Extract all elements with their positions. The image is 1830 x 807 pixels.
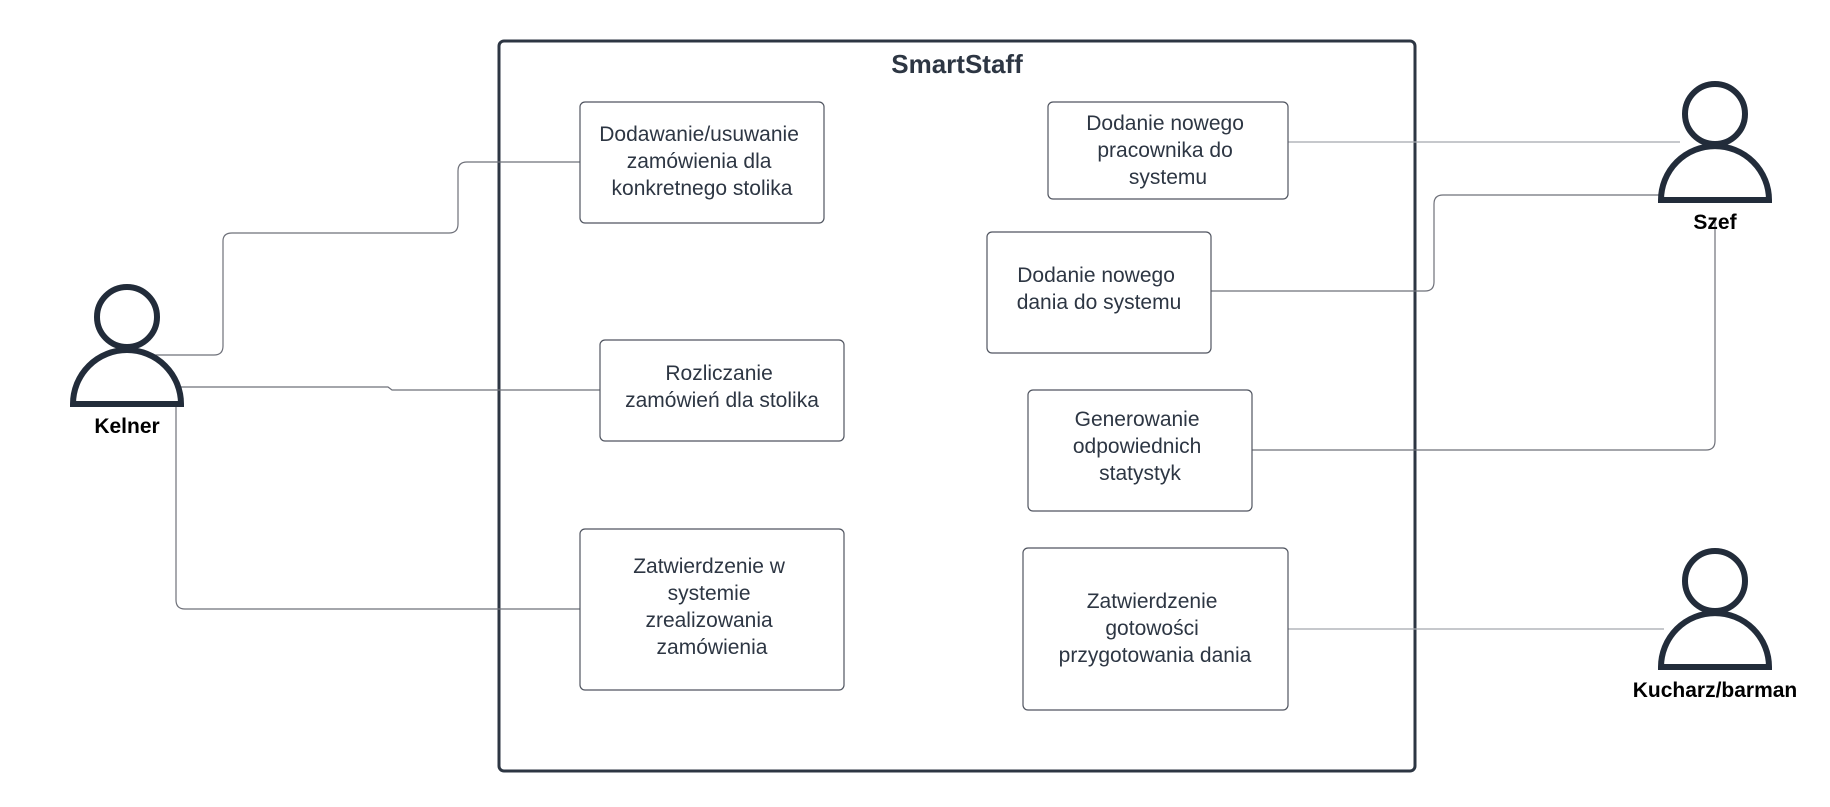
usecase-order-add-remove[interactable]: Dodawanie/usuwanie zamówienia dla konkre… [579, 101, 825, 224]
usecase-add-employee[interactable]: Dodanie nowego pracownika do systemu [1047, 101, 1289, 200]
actor-head-icon [1682, 548, 1748, 614]
usecase-generate-stats[interactable]: Generowanie odpowiednich statystyk [1027, 389, 1253, 512]
connector-kelner-confirm-order-done [175, 404, 581, 610]
system-title: SmartStaff [891, 49, 1023, 79]
svg-text:Zatwierdzenie w system: Zatwierdzenie w systemie zrealizowania z… [633, 555, 791, 659]
actor-label-kucharz: Kucharz/barman [1633, 679, 1798, 702]
connector-kelner-settle-orders [180, 386, 601, 391]
usecase-confirm-order-done[interactable]: Zatwierdzenie w systemie zrealizowania z… [579, 528, 845, 691]
actor-szef[interactable]: Szef [1657, 81, 1773, 234]
connector-szef-add-dish [1211, 194, 1662, 292]
connectors [152, 141, 1716, 630]
actor-label-kelner: Kelner [94, 415, 159, 438]
svg-text:Rozliczanie zamówień d: Rozliczanie zamówień dla stolika [625, 362, 819, 412]
actor-body-icon [1657, 610, 1773, 670]
actor-head-icon [1682, 81, 1748, 147]
actor-body-icon [69, 347, 185, 407]
connector-szef-generate-stats [1252, 218, 1716, 451]
actor-head-icon [94, 284, 160, 350]
svg-text:Zatwierdzenie gotowośc: Zatwierdzenie gotowości przygotowania da… [1059, 590, 1252, 667]
svg-text:Dodanie nowego dania d: Dodanie nowego dania do systemu [1017, 264, 1182, 314]
usecase-settle-orders[interactable]: Rozliczanie zamówień dla stolika [599, 339, 845, 442]
actor-label-szef: Szef [1693, 211, 1737, 234]
usecases: Dodawanie/usuwanie zamówienia dla konkre… [579, 101, 1289, 711]
usecase-add-dish[interactable]: Dodanie nowego dania do systemu [986, 231, 1212, 354]
svg-text:Dodawanie/usuwanie zam: Dodawanie/usuwanie zamówienia dla konkre… [599, 123, 804, 200]
actor-kucharz[interactable]: Kucharz/barman [1633, 548, 1798, 702]
actor-body-icon [1657, 143, 1773, 203]
usecase-confirm-dish-ready[interactable]: Zatwierdzenie gotowości przygotowania da… [1022, 547, 1289, 711]
connector-kelner-order-add-remove [152, 161, 581, 356]
svg-text:Generowanie odpowiedni: Generowanie odpowiednich statystyk [1073, 408, 1207, 485]
svg-text:Dodanie nowego pracown: Dodanie nowego pracownika do systemu [1086, 112, 1249, 189]
actor-kelner[interactable]: Kelner [69, 284, 185, 438]
system-boundary [497, 39, 1417, 773]
